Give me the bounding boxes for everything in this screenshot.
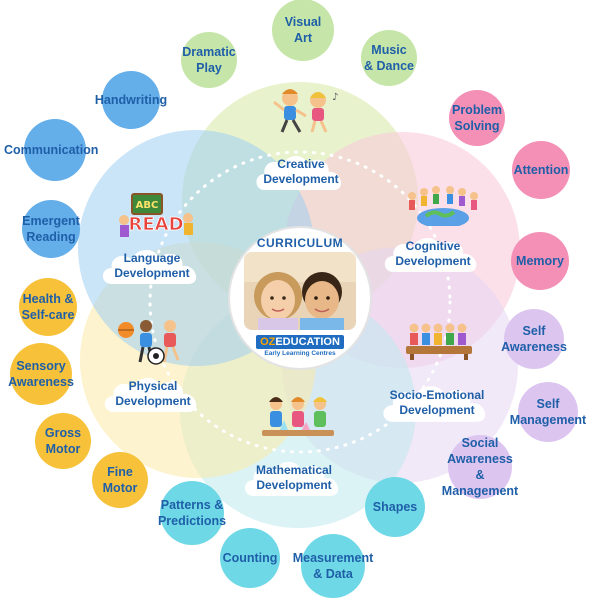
node-sensory-awareness: Sensory Awareness bbox=[8, 343, 74, 405]
children-reading-icon: ABC READ bbox=[119, 193, 193, 237]
curriculum-title: CURRICULUM bbox=[256, 236, 344, 250]
node-music-dance: Music & Dance bbox=[361, 30, 417, 86]
node-patterns-predictions: Patterns & Predictions bbox=[158, 481, 226, 545]
domain-socio-emotional: Socio-Emotional Development bbox=[378, 380, 496, 426]
brand-subtitle: Early Learning Centres bbox=[264, 350, 336, 357]
domain-physical: Physical Development bbox=[100, 372, 206, 416]
node-health-self-care: Health & Self-care bbox=[19, 278, 77, 336]
node-gross-motor: Gross Motor bbox=[35, 413, 91, 469]
node-fine-motor: Fine Motor bbox=[92, 452, 148, 508]
node-problem-solving: Problem Solving bbox=[449, 90, 505, 146]
domain-creative: Creative Development bbox=[252, 150, 350, 194]
children-ball-play-icon bbox=[118, 320, 180, 365]
node-dramatic-play: Dramatic Play bbox=[181, 32, 237, 88]
children-photo bbox=[244, 252, 356, 330]
node-self-management: Self Management bbox=[510, 382, 586, 442]
node-shapes: Shapes bbox=[365, 477, 425, 537]
node-emergent-reading: Emergent Reading bbox=[22, 200, 80, 258]
node-communication: Communication bbox=[4, 119, 98, 181]
read-sign-text: READ bbox=[128, 214, 183, 235]
node-counting: Counting bbox=[220, 528, 280, 588]
node-social-awareness: Social Awareness & Management bbox=[441, 435, 519, 499]
domain-mathematical: Mathematical Development bbox=[240, 456, 348, 500]
children-on-bench-icon bbox=[406, 323, 472, 360]
node-self-awareness: Self Awareness bbox=[501, 309, 567, 369]
dancing-children-icon: ♪ bbox=[273, 89, 338, 133]
node-handwriting: Handwriting bbox=[95, 71, 167, 129]
svg-text:♪: ♪ bbox=[332, 92, 338, 103]
node-attention: Attention bbox=[512, 141, 570, 199]
abc-board-text: ABC bbox=[136, 200, 159, 211]
children-around-globe-icon bbox=[408, 186, 478, 226]
children-science-icon bbox=[262, 397, 334, 436]
ozeducation-logo: OZEDUCATION bbox=[256, 335, 344, 349]
domain-language: Language Development bbox=[98, 244, 206, 288]
node-visual-art: Visual Art bbox=[272, 0, 334, 61]
domain-cognitive: Cognitive Development bbox=[380, 232, 486, 276]
node-memory: Memory bbox=[511, 232, 569, 290]
node-measurement-data: Measurement & Data bbox=[293, 534, 373, 598]
dotted-ring bbox=[148, 150, 452, 454]
